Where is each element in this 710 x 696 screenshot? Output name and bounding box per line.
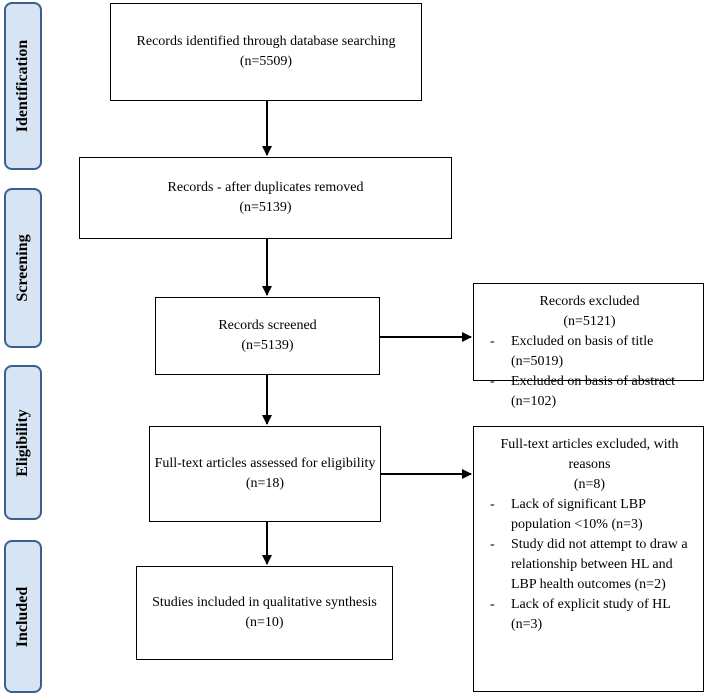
fulltext-excluded-count: (n=8) — [573, 477, 606, 492]
records-excluded-box: Records excluded (n=5121) Excluded on ba… — [473, 283, 704, 409]
fulltext-excluded-list: Lack of significant LBP population <10% … — [486, 495, 693, 635]
list-item: Study did not attempt to draw a relation… — [486, 535, 693, 595]
fulltext-excluded-title: Full-text articles excluded, with reason… — [500, 437, 679, 472]
records-screened-count: (n=5139) — [241, 338, 294, 353]
fulltext-excluded-box: Full-text articles excluded, with reason… — [473, 426, 704, 692]
list-item: Excluded on basis of abstract (n=102) — [486, 372, 693, 412]
records-identified-count: (n=5509) — [239, 54, 293, 69]
full-text-assessed-box: Full-text articles assessed for eligibil… — [149, 426, 381, 522]
after-duplicates-box: Records - after duplicates removed (n=51… — [79, 157, 452, 239]
records-excluded-list: Excluded on basis of title (n=5019) Excl… — [486, 332, 693, 412]
list-item: Lack of significant LBP population <10% … — [486, 495, 693, 535]
list-item: Lack of explicit study of HL (n=3) — [486, 595, 693, 635]
records-identified-text: Records identified through database sear… — [136, 34, 396, 49]
full-text-assessed-text: Full-text articles assessed for eligibil… — [154, 456, 376, 471]
studies-included-count: (n=10) — [245, 615, 284, 630]
phase-included: Included — [4, 540, 42, 693]
records-excluded-title: Records excluded — [539, 294, 640, 309]
after-duplicates-count: (n=5139) — [239, 200, 292, 215]
after-duplicates-text: Records - after duplicates removed — [167, 180, 364, 195]
studies-included-text: Studies included in qualitative synthesi… — [152, 595, 377, 610]
records-identified-box: Records identified through database sear… — [110, 3, 422, 101]
studies-included-box: Studies included in qualitative synthesi… — [136, 566, 393, 660]
full-text-assessed-count: (n=18) — [245, 476, 285, 491]
phase-eligibility: Eligibility — [4, 365, 42, 520]
list-item: Excluded on basis of title (n=5019) — [486, 332, 693, 372]
phase-identification: Identification — [4, 2, 42, 170]
records-excluded-count: (n=5121) — [563, 314, 616, 329]
records-screened-box: Records screened (n=5139) — [155, 297, 380, 375]
records-screened-text: Records screened — [218, 318, 317, 333]
phase-screening: Screening — [4, 188, 42, 348]
